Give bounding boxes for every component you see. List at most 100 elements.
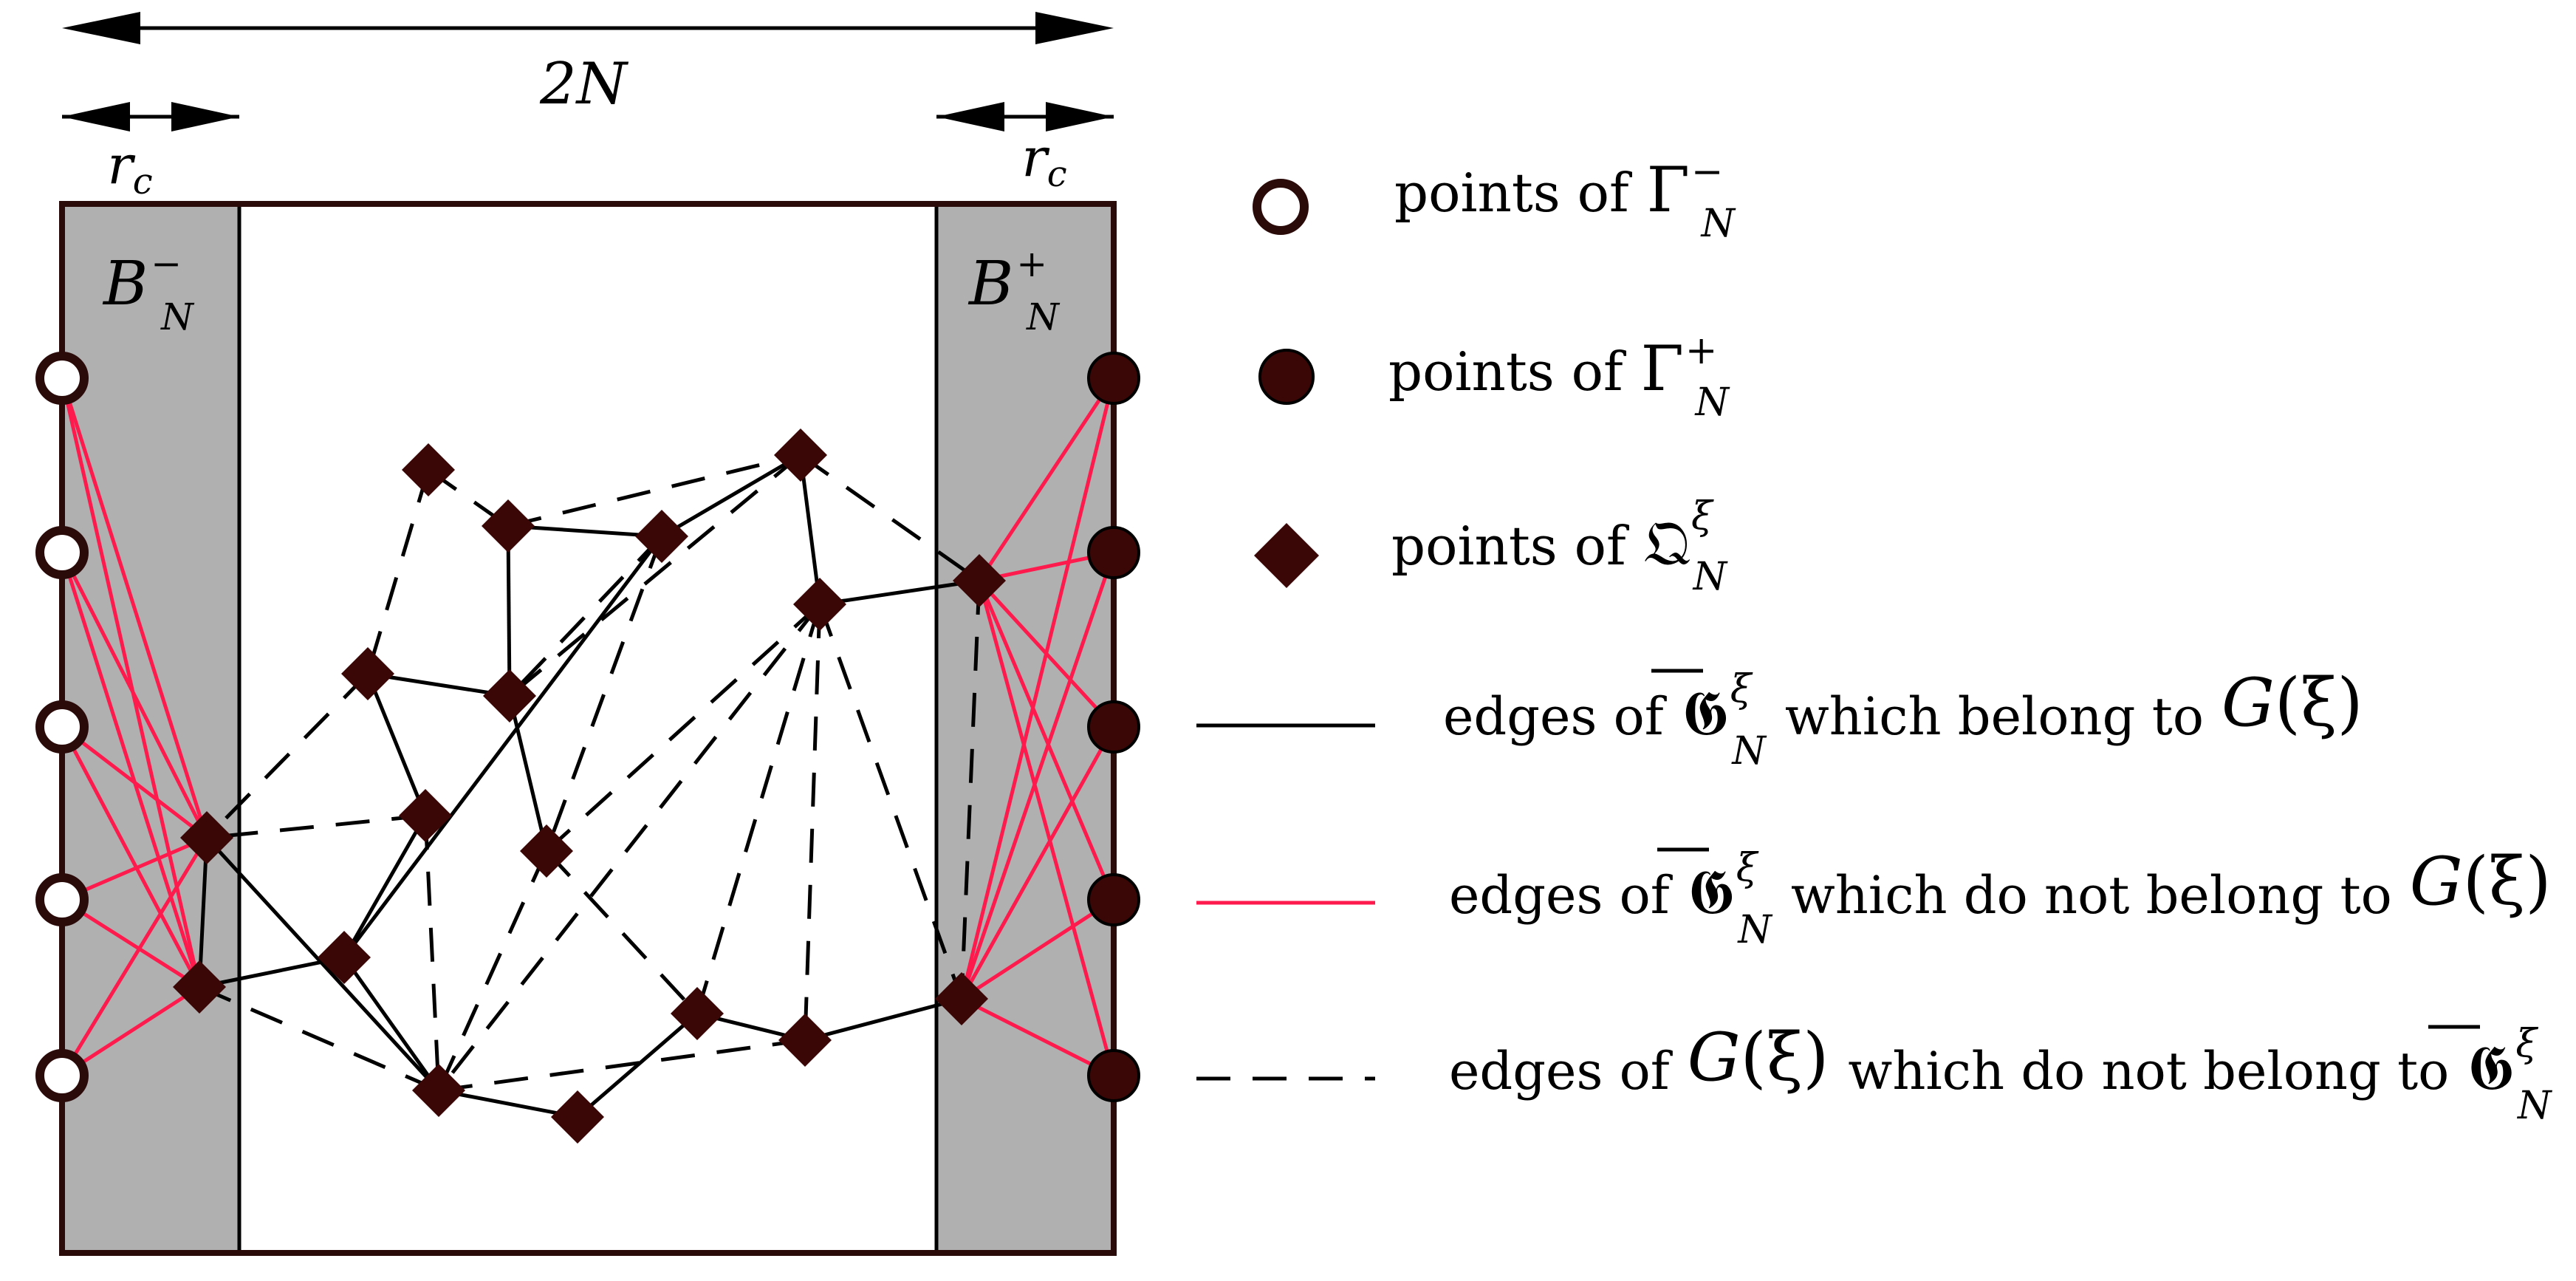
black-edge bbox=[506, 525, 512, 697]
gamma-plus-point bbox=[1087, 352, 1140, 405]
dashed-edge bbox=[437, 603, 821, 1092]
q-point bbox=[551, 1090, 604, 1144]
q-point bbox=[793, 578, 846, 631]
q-point bbox=[341, 647, 394, 700]
gamma-minus-point bbox=[35, 526, 89, 579]
arrow-left-icon bbox=[62, 12, 140, 44]
inner-points-layer bbox=[173, 428, 1006, 1144]
q-point bbox=[399, 789, 452, 842]
dashed-edge bbox=[959, 580, 982, 1000]
dashed-edge bbox=[205, 672, 369, 839]
dashed-edge bbox=[545, 603, 821, 853]
black-edge bbox=[342, 814, 428, 959]
dashed-edge bbox=[199, 985, 439, 1093]
q-point bbox=[778, 1014, 832, 1067]
q-point bbox=[953, 554, 1006, 607]
red-edge bbox=[60, 725, 202, 988]
gamma-plus-point bbox=[1087, 700, 1140, 754]
red-edge bbox=[60, 378, 209, 838]
region-label-right: B+N bbox=[967, 242, 1061, 338]
dashed-edges-layer bbox=[199, 453, 982, 1093]
red-edge bbox=[61, 898, 201, 989]
dashed-edge bbox=[423, 815, 441, 1091]
dashed-edge bbox=[436, 850, 549, 1092]
red-edges-layer bbox=[60, 377, 1116, 1078]
red-edge bbox=[977, 580, 1116, 1076]
black-edge bbox=[576, 1012, 699, 1118]
arrow-right-icon bbox=[1046, 102, 1114, 131]
arrow-right-icon bbox=[171, 102, 239, 131]
q-point bbox=[402, 443, 455, 496]
red-edge bbox=[60, 551, 209, 839]
rc-right-dimension: rc bbox=[936, 102, 1114, 195]
gamma-plus-point bbox=[1087, 526, 1140, 579]
black-edge bbox=[438, 1088, 578, 1119]
black-edge bbox=[342, 956, 441, 1092]
gamma-minus-point bbox=[35, 873, 89, 926]
red-edge bbox=[960, 898, 1115, 1001]
boundary-points-layer bbox=[35, 352, 1140, 1102]
right-boundary-strip bbox=[936, 204, 1114, 1253]
black-edge bbox=[819, 578, 980, 607]
dashed-edge bbox=[508, 535, 663, 697]
width-dimension: 2N bbox=[62, 12, 1114, 117]
black-edge bbox=[367, 672, 510, 698]
red-edge bbox=[960, 997, 1115, 1078]
dashed-edge bbox=[799, 453, 981, 583]
red-edge bbox=[61, 985, 201, 1078]
q-point bbox=[635, 510, 688, 563]
q-point bbox=[318, 931, 371, 984]
q-point bbox=[520, 824, 573, 878]
red-edge bbox=[60, 552, 202, 988]
region-label-left: B−N bbox=[102, 242, 195, 338]
black-edge bbox=[804, 997, 962, 1042]
black-edge bbox=[343, 535, 663, 959]
width-label: 2N bbox=[539, 51, 629, 117]
dashed-edge bbox=[695, 604, 822, 1014]
arrow-right-icon bbox=[1035, 12, 1114, 44]
gamma-minus-point bbox=[35, 700, 89, 754]
red-edge bbox=[959, 725, 1116, 1000]
gamma-plus-point bbox=[1087, 1049, 1140, 1102]
q-point bbox=[935, 972, 988, 1025]
q-point bbox=[671, 987, 724, 1040]
dashed-edge bbox=[507, 453, 801, 528]
dashed-edge bbox=[545, 850, 699, 1015]
svg-text:rc: rc bbox=[1021, 126, 1066, 195]
gamma-plus-point bbox=[1087, 873, 1140, 926]
dashed-edge bbox=[803, 604, 822, 1041]
red-edge bbox=[61, 725, 208, 839]
q-point bbox=[483, 669, 536, 723]
filled-circle-icon bbox=[1258, 349, 1315, 405]
red-edge bbox=[977, 580, 1116, 901]
rc-left-dimension: rc bbox=[62, 102, 239, 202]
dashed-edge bbox=[508, 454, 802, 697]
dashed-edge bbox=[438, 1038, 806, 1093]
black-edges-layer bbox=[197, 453, 980, 1119]
black-edge bbox=[507, 695, 549, 852]
q-point bbox=[180, 811, 233, 864]
gamma-minus-point bbox=[35, 352, 89, 405]
black-edge bbox=[199, 955, 345, 989]
dashed-edge bbox=[818, 604, 964, 1000]
gamma-minus-point bbox=[35, 1049, 89, 1102]
rc-left-label: r bbox=[107, 134, 135, 196]
svg-text:rc: rc bbox=[107, 134, 152, 202]
q-point bbox=[173, 960, 226, 1014]
black-edge bbox=[798, 454, 822, 605]
dashed-edge bbox=[206, 813, 426, 840]
red-edge bbox=[977, 377, 1116, 582]
rc-right-label: r bbox=[1021, 126, 1049, 188]
black-edge bbox=[660, 453, 802, 539]
q-point bbox=[774, 428, 827, 482]
open-circle-icon bbox=[1253, 179, 1309, 235]
rc-right-sub: c bbox=[1047, 154, 1067, 195]
